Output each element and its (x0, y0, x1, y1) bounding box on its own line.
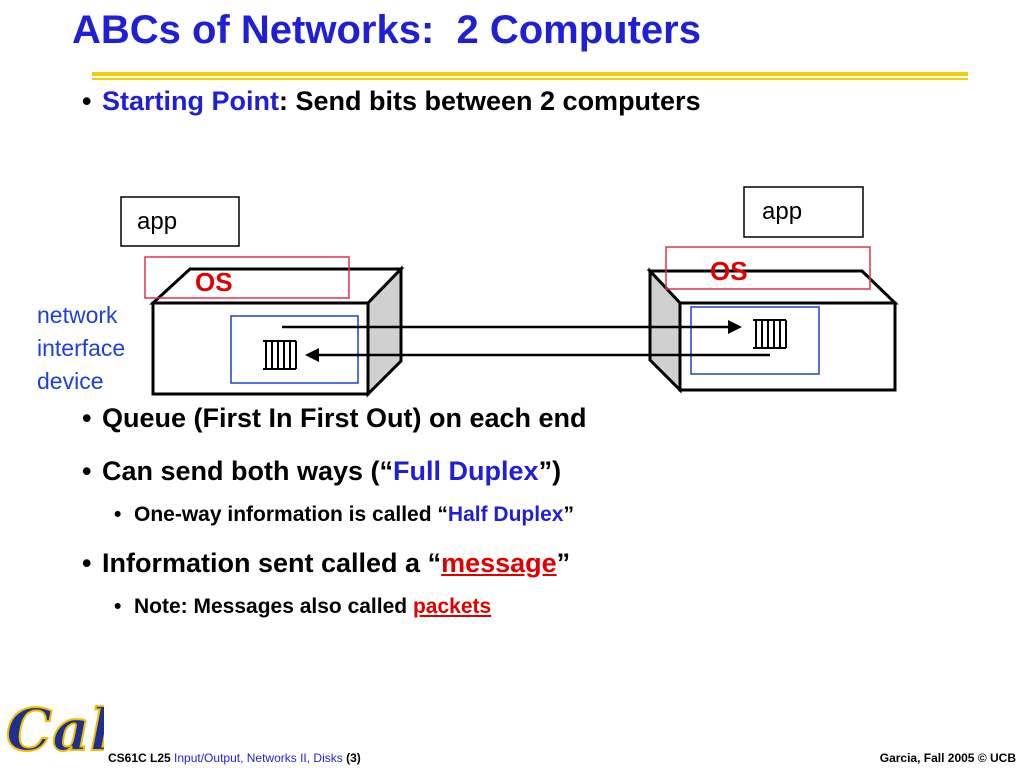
footer-course-code: CS61C L25 (108, 751, 175, 765)
slide-title: ABCs of Networks: 2 Computers (72, 8, 701, 52)
starting-point-term: Starting Point (102, 86, 279, 116)
left-network-interface-device (230, 315, 359, 384)
footer-topic: Input/Output, Networks II, Disks (174, 751, 343, 765)
bullet-duplex: •Can send both ways (“Full Duplex”) (82, 456, 562, 486)
half-duplex-term: Half Duplex (447, 503, 564, 526)
left-os-box (144, 256, 350, 299)
bullet-queue: •Queue (First In First Out) on each end (82, 403, 587, 433)
title-rule (92, 72, 968, 76)
right-computer-front (678, 301, 897, 392)
network-diagram: app OS app OS network interface device (37, 186, 899, 398)
bullet-message: •Information sent called a “message” (82, 548, 571, 578)
half-duplex-text-post: ” (563, 503, 574, 526)
footer-course: CS61C L25 Input/Output, Networks II, Dis… (108, 751, 361, 765)
left-computer-front (151, 301, 370, 396)
nid-label-line1: network (37, 302, 118, 328)
duplex-text-post: ”) (538, 456, 562, 486)
packets-text-pre: Note: Messages also called (134, 595, 413, 618)
nid-label-line3: device (37, 368, 103, 394)
footer-credit: Garcia, Fall 2005 © UCB (879, 751, 1016, 765)
left-app-box (120, 196, 240, 247)
cal-logo-text: Cal (6, 696, 104, 764)
message-text-pre: Information sent called a “ (102, 548, 442, 578)
right-app-box (743, 186, 864, 238)
cal-logo: Cal (5, 695, 104, 765)
right-computer (646, 267, 899, 394)
left-queue-icon (263, 340, 297, 370)
right-computer-top (646, 269, 899, 305)
sub-bullet-packets: •Note: Messages also called packets (114, 595, 492, 618)
queue-text: Queue (First In First Out) on each end (102, 403, 587, 433)
right-app-label: app (762, 198, 802, 225)
left-os-label: OS (195, 267, 233, 297)
packets-term: packets (412, 595, 492, 618)
full-duplex-term: Full Duplex (393, 456, 539, 486)
bullet-starting-point: •Starting Point: Send bits between 2 com… (82, 86, 701, 116)
footer-page-number: (3) (342, 751, 361, 765)
title-rule-thin (92, 78, 968, 80)
duplex-text-pre: Can send both ways (“ (102, 456, 394, 486)
right-os-box (665, 246, 871, 290)
message-term: message (441, 548, 557, 578)
sub-bullet-half-duplex: •One-way information is called “Half Dup… (114, 503, 574, 526)
starting-point-text: : Send bits between 2 computers (279, 86, 701, 116)
right-network-interface-device (690, 306, 820, 375)
right-os-label: OS (710, 256, 748, 286)
arrow-left-to-right (282, 320, 742, 334)
arrow-right-to-left (305, 348, 770, 362)
right-queue-icon (753, 319, 787, 349)
left-app-label: app (137, 208, 177, 235)
half-duplex-text-pre: One-way information is called “ (134, 503, 448, 526)
nid-label-line2: interface (37, 335, 125, 361)
message-text-post: ” (556, 548, 571, 578)
left-computer (149, 265, 405, 398)
